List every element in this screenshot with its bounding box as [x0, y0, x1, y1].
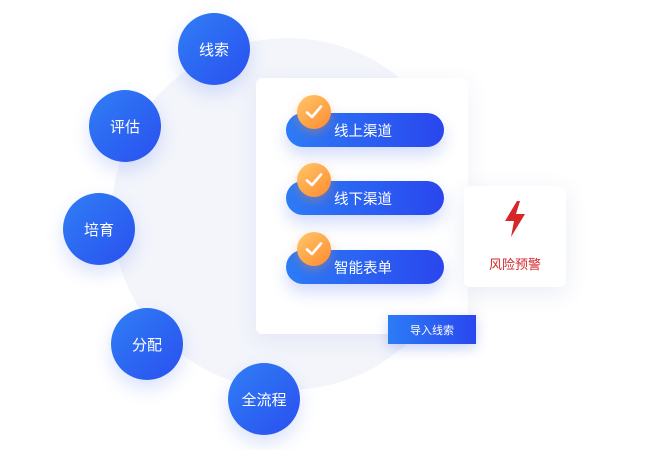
import-leads-button[interactable]: 导入线索	[388, 315, 476, 344]
stage-leads-label: 线索	[198, 40, 229, 59]
check-icon	[297, 163, 331, 197]
import-leads-label: 导入线索	[410, 323, 454, 337]
stage-evaluate[interactable]: 评估	[89, 90, 161, 162]
channel-offline-label: 线下渠道	[334, 191, 392, 208]
stage-full-process-label: 全流程	[241, 390, 287, 409]
stage-nurture[interactable]: 培育	[63, 193, 135, 265]
channel-online-label: 线上渠道	[334, 123, 392, 140]
lightning-icon	[502, 200, 528, 242]
channel-offline[interactable]: 线下渠道	[286, 181, 444, 215]
check-icon	[297, 232, 331, 266]
risk-alert-card[interactable]: 风险预警	[464, 186, 566, 287]
stage-nurture-label: 培育	[83, 220, 114, 239]
stage-assign-label: 分配	[131, 335, 162, 354]
stage-evaluate-label: 评估	[109, 117, 140, 136]
channel-smart-form-label: 智能表单	[334, 260, 392, 277]
stage-full-process[interactable]: 全流程	[228, 363, 300, 435]
check-icon	[297, 95, 331, 129]
risk-alert-label: 风险预警	[488, 258, 541, 273]
stage-leads[interactable]: 线索	[178, 13, 250, 85]
stage-assign[interactable]: 分配	[111, 308, 183, 380]
